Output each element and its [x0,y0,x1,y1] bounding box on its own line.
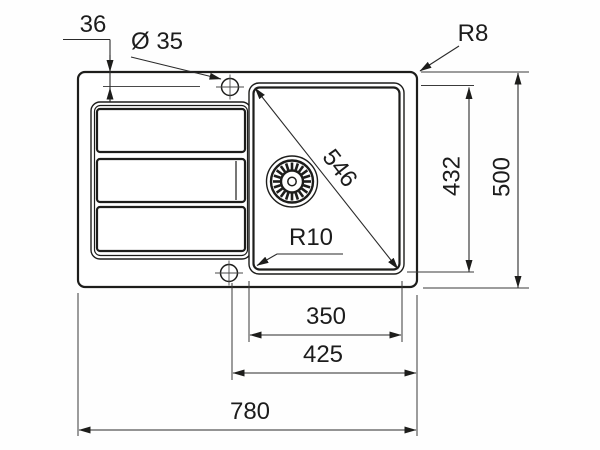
drain-inner-ring [279,169,305,194]
sink-body [76,70,419,289]
dim-overall-width: 780 [78,398,417,434]
dim-bowl-corner-radius: R10 [256,224,343,266]
drainer-groove-middle [95,157,247,204]
dim-bowl-width: 350 [249,303,402,339]
dim-overall-depth: 500 [489,72,522,288]
drainer-groove-bottom [95,205,247,253]
tap-hole-bottom [215,260,243,286]
drainer-groove-top [95,107,247,154]
dim-label-780: 780 [230,398,270,425]
extension-lines [77,71,529,436]
dim-tap-hole-edge-distance: 36 [63,11,114,102]
dim-label-425: 425 [303,341,343,368]
dim-label-350: 350 [306,303,346,330]
dim-label-36: 36 [80,11,107,38]
dim-outer-corner-radius: R8 [419,20,489,72]
dim-tap-hole-diameter: Ø 35 [130,28,222,80]
drain-strainer [265,155,319,208]
tap-hole-top [216,74,244,100]
dim-label-r8: R8 [458,20,489,47]
drainboard-inner-edge [93,104,249,257]
dim-bowl-length: 432 [439,87,473,272]
dim-label-diameter-35: Ø 35 [131,28,183,55]
dim-label-r10: R10 [289,224,333,251]
dim-tap-hole-offset: 425 [232,341,417,377]
bowl-inner-edge [252,86,401,271]
dim-label-500: 500 [489,157,516,197]
dim-label-432: 432 [439,156,466,196]
